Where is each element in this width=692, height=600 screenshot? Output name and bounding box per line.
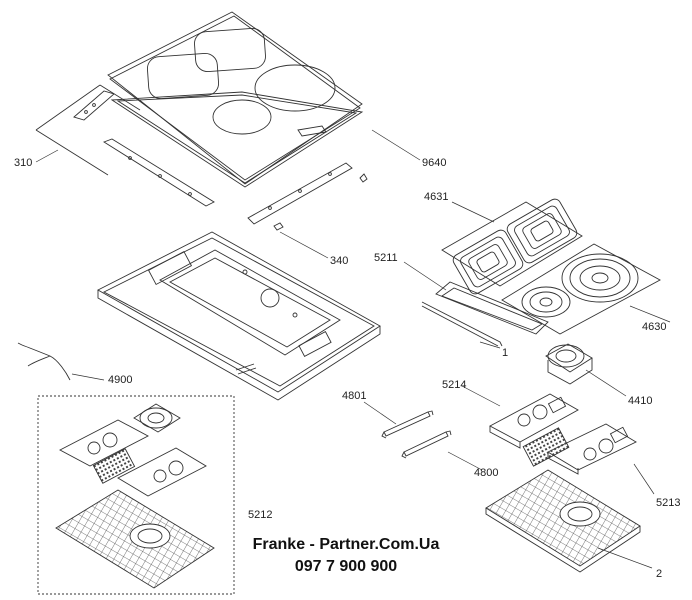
- label-340: 340: [330, 255, 348, 267]
- bottom-chassis-tray: [97, 231, 381, 401]
- label-5214: 5214: [442, 379, 466, 391]
- induction-coil-round: [501, 243, 661, 335]
- label-4630: 4630: [642, 321, 666, 333]
- power-cable: [17, 342, 71, 381]
- flat-cables: [381, 410, 452, 459]
- label-2: 2: [656, 568, 662, 580]
- power-board-upper: [489, 393, 579, 449]
- kit-5212-box: [37, 395, 235, 595]
- label-4410: 4410: [628, 395, 652, 407]
- bottom-cover-grid: [485, 469, 641, 573]
- induction-coil-pair: [441, 198, 583, 295]
- watermark-brand: Franke - Partner.Com.Ua: [252, 536, 440, 553]
- leader-lines: [35, 129, 671, 569]
- label-5212: 5212: [248, 509, 272, 521]
- label-4801: 4801: [342, 390, 366, 402]
- part-number-labels: 310 9640 340 4631 5211 4630 1 4900 4410 …: [14, 157, 680, 580]
- control-board: [421, 281, 549, 347]
- label-1: 1: [502, 347, 508, 359]
- label-4631: 4631: [424, 191, 448, 203]
- label-5211: 5211: [374, 252, 398, 264]
- side-trim-strips: [35, 84, 215, 207]
- gasket-frame: [110, 91, 364, 188]
- label-4800: 4800: [474, 467, 498, 479]
- front-trim-strip: [247, 125, 368, 231]
- cooling-fan: [545, 343, 593, 385]
- label-5213: 5213: [656, 497, 680, 509]
- label-4900: 4900: [108, 374, 132, 386]
- glass-cooktop-plate: [107, 11, 363, 185]
- watermark-phone: 097 7 900 900: [294, 558, 398, 575]
- label-9640: 9640: [422, 157, 446, 169]
- label-310: 310: [14, 157, 32, 169]
